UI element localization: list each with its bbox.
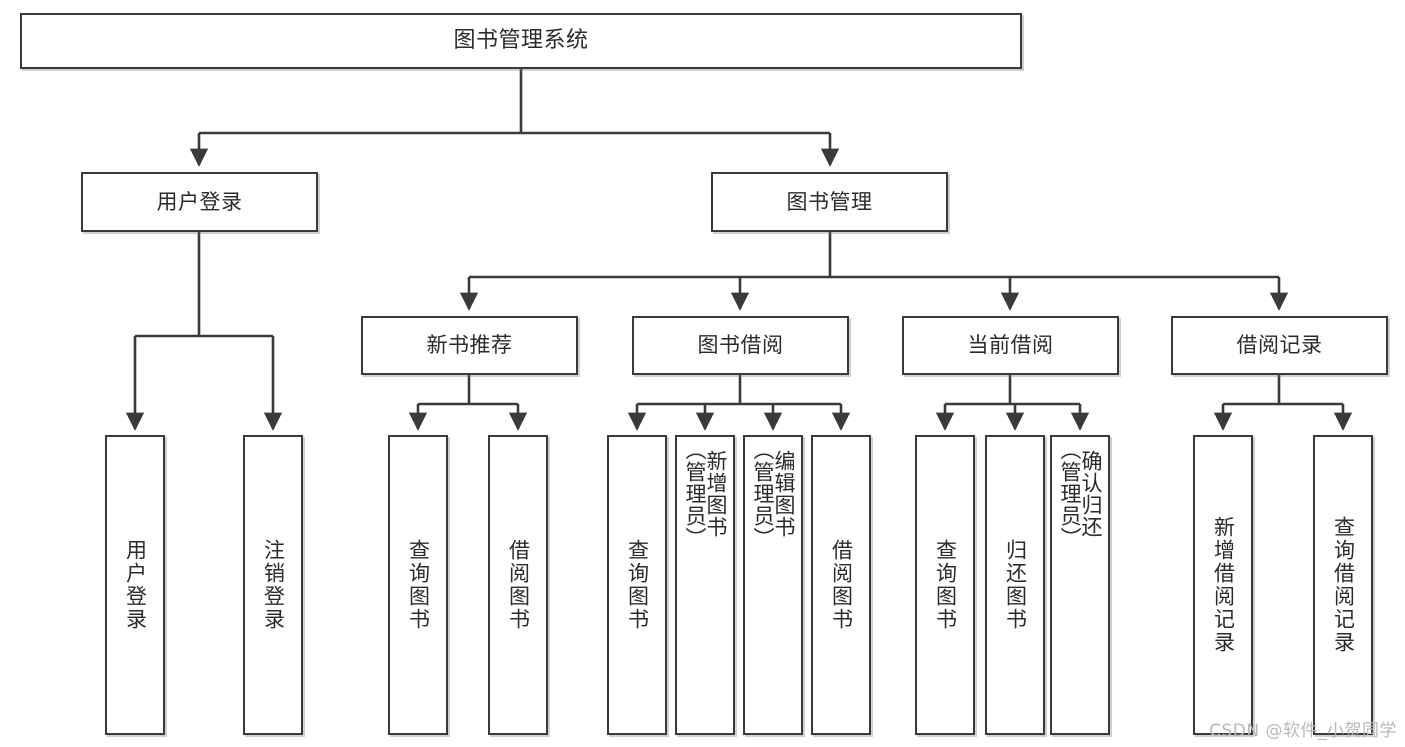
node-label: 注销登录 (261, 539, 286, 631)
node-new-book-recommend[interactable]: 新书推荐 (361, 316, 578, 375)
leaf-book-borrow-edit-book-admin[interactable]: 编辑图书 （管理员） (743, 435, 803, 735)
node-label: 新增借阅记录 (1211, 516, 1236, 654)
node-label: 用户登录 (123, 539, 148, 631)
node-label: 查询图书 (625, 539, 650, 631)
node-book-management[interactable]: 图书管理 (711, 172, 948, 232)
node-label: 查询借阅记录 (1331, 516, 1356, 654)
leaf-book-borrow-add-book-admin[interactable]: 新增图书 （管理员） (675, 435, 735, 735)
leaf-user-login-login[interactable]: 用户登录 (105, 435, 165, 735)
node-label: 编辑图书 （管理员） (751, 439, 796, 549)
node-label: 归还图书 (1003, 539, 1028, 631)
node-label: 图书管理 (786, 189, 873, 214)
node-label: 新书推荐 (426, 333, 513, 358)
node-label: 当前借阅 (967, 333, 1054, 358)
node-label: 借阅图书 (506, 539, 531, 631)
node-label: 新增图书 （管理员） (683, 439, 728, 549)
leaf-borrow-record-query-record[interactable]: 查询借阅记录 (1313, 435, 1373, 735)
node-label: 查询图书 (406, 539, 431, 631)
node-label: 用户登录 (156, 189, 243, 214)
node-book-borrow[interactable]: 图书借阅 (632, 316, 849, 375)
leaf-borrow-record-add-record[interactable]: 新增借阅记录 (1193, 435, 1253, 735)
node-user-login[interactable]: 用户登录 (81, 172, 318, 232)
node-borrow-record[interactable]: 借阅记录 (1171, 316, 1388, 375)
node-current-borrow[interactable]: 当前借阅 (902, 316, 1119, 375)
node-label: 借阅记录 (1236, 333, 1323, 358)
leaf-book-borrow-borrow-book[interactable]: 借阅图书 (811, 435, 871, 735)
node-label: 图书管理系统 (453, 28, 589, 54)
node-label: 确认归还 （管理员） (1058, 439, 1103, 549)
node-label: 图书借阅 (697, 333, 784, 358)
leaf-current-borrow-confirm-return-admin[interactable]: 确认归还 （管理员） (1050, 435, 1110, 735)
leaf-current-borrow-return-book[interactable]: 归还图书 (985, 435, 1045, 735)
leaf-user-login-logout[interactable]: 注销登录 (243, 435, 303, 735)
leaf-new-book-query-book[interactable]: 查询图书 (388, 435, 448, 735)
leaf-new-book-borrow-book[interactable]: 借阅图书 (488, 435, 548, 735)
leaf-book-borrow-query-book[interactable]: 查询图书 (607, 435, 667, 735)
node-label: 借阅图书 (829, 539, 854, 631)
node-root-book-management-system[interactable]: 图书管理系统 (20, 13, 1022, 69)
watermark-text: CSDN @软件_小贺同学 (1209, 721, 1397, 741)
leaf-current-borrow-query-book[interactable]: 查询图书 (915, 435, 975, 735)
node-label: 查询图书 (933, 539, 958, 631)
